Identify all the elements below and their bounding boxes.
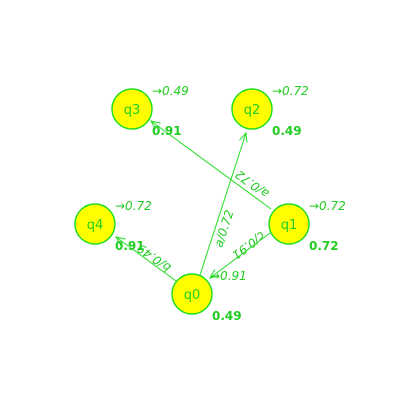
state-label: q0 bbox=[184, 288, 201, 303]
final-weight: →0.72 bbox=[115, 199, 152, 213]
state-q2[interactable]: q2 →0.72 0.49 bbox=[231, 84, 309, 138]
final-weight: →0.91 bbox=[210, 269, 247, 283]
edge-line bbox=[151, 121, 272, 210]
edge-line bbox=[116, 237, 177, 282]
state-q4[interactable]: q4 →0.72 0.91 bbox=[74, 199, 152, 253]
final-weight: →0.49 bbox=[152, 84, 189, 98]
initial-weight: 0.49 bbox=[212, 309, 242, 323]
edge-label: c/0.91 bbox=[229, 229, 267, 263]
initial-weight: 0.91 bbox=[115, 239, 145, 253]
final-weight: →0.72 bbox=[309, 199, 346, 213]
state-q0[interactable]: q0 →0.91 0.49 bbox=[171, 269, 247, 323]
state-node[interactable] bbox=[171, 273, 213, 315]
initial-weight: 0.49 bbox=[272, 124, 302, 138]
state-label: q3 bbox=[124, 103, 141, 118]
state-node[interactable] bbox=[268, 203, 310, 245]
state-label: q4 bbox=[87, 218, 104, 233]
state-node[interactable] bbox=[111, 88, 153, 130]
state-label: q1 bbox=[281, 218, 298, 233]
edge-line bbox=[199, 133, 246, 276]
state-label: q2 bbox=[244, 103, 261, 118]
initial-weight: 0.91 bbox=[152, 124, 182, 138]
initial-weight: 0.72 bbox=[309, 239, 339, 253]
state-q3[interactable]: q3 →0.49 0.91 bbox=[111, 84, 189, 138]
state-node[interactable] bbox=[231, 88, 273, 130]
edge-line bbox=[210, 232, 271, 278]
state-q1[interactable]: q1 →0.72 0.72 bbox=[268, 199, 346, 253]
final-weight: →0.72 bbox=[272, 84, 309, 98]
state-node[interactable] bbox=[74, 203, 116, 245]
